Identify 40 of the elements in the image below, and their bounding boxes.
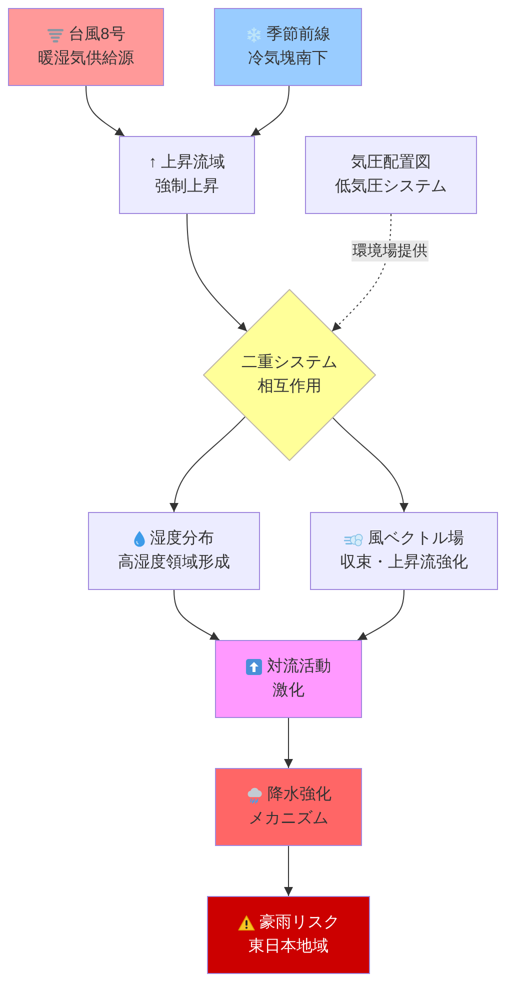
process-box (88, 512, 260, 590)
node-text: 対流活動 (267, 656, 331, 677)
node-text: 暖湿気供給源 (38, 48, 134, 69)
decision-diamond (203, 289, 376, 461)
process-box (305, 136, 477, 214)
node-text: メカニズム (248, 809, 328, 829)
node-text: 豪雨リスク (260, 912, 340, 933)
arrow (332, 417, 408, 512)
node-text: 強制上昇 (155, 176, 219, 197)
node-text: 収束・上昇流強化 (340, 552, 468, 573)
arrow (284, 846, 293, 896)
node-text: 冷気塊南下 (248, 48, 328, 69)
node-text: 激化 (272, 681, 304, 701)
process-box (310, 512, 498, 590)
arrow (284, 718, 293, 768)
node-text: 降水強化 (268, 784, 332, 805)
arrow (170, 416, 246, 512)
node-text: 二重システム (242, 352, 338, 373)
node-text: ↑ 上昇流域 (148, 152, 226, 173)
arrow (250, 86, 290, 136)
process-box (215, 640, 362, 718)
node-text: 湿度分布 (150, 528, 214, 549)
arrow (86, 86, 125, 136)
node-text: 季節前線 (266, 24, 330, 45)
node-text: 高湿度領域形成 (118, 552, 230, 573)
node-text: 低気圧システム (335, 177, 447, 197)
node-text: 台風8号 (68, 25, 126, 45)
node-text: 相互作用 (258, 376, 322, 397)
process-box (8, 8, 164, 86)
process-box (207, 896, 370, 974)
process-box (215, 768, 362, 846)
arrow (357, 590, 404, 640)
node-text: 気圧配置図 (351, 153, 431, 173)
process-box (119, 136, 255, 214)
edge-label: 環境場提供 (352, 240, 428, 262)
process-box (214, 8, 362, 86)
node-text: 東日本地域 (248, 936, 328, 957)
node-text: 風ベクトル場 (368, 529, 464, 549)
arrow (186, 214, 248, 332)
arrow (174, 590, 220, 640)
